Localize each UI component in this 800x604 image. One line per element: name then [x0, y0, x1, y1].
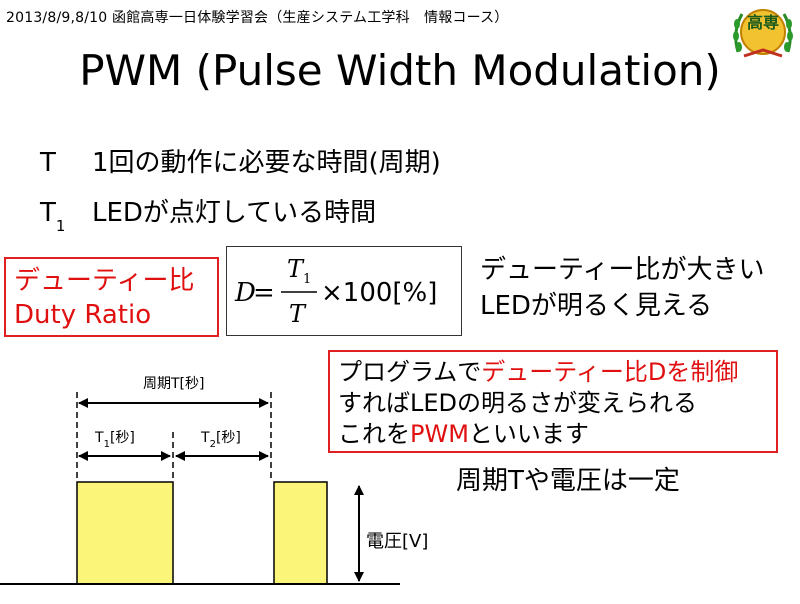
bullet-text: LEDが点灯している時間 [92, 198, 377, 228]
duty-ratio-box: デューティー比 Duty Ratio [4, 257, 219, 337]
right-note: デューティー比が大きい LEDが明るく見える [480, 252, 764, 324]
right-note-line1: デューティー比が大きい [480, 255, 765, 285]
formula-numerator: T [287, 255, 305, 283]
right-note-line2: LEDが明るく見える [480, 291, 713, 321]
bullet-symbol: T [40, 148, 56, 178]
bullet-subscript: 1 [55, 217, 66, 235]
t2-label: T2[秒] [200, 430, 241, 450]
program-box: プログラムでデューティー比Dを制御 すればLEDの明るさが変えられる これをPW… [328, 350, 778, 453]
program-line3-red: PWM [410, 420, 469, 448]
header-text: 2013/8/9,8/10 函館高専一日体験学習会（生産システム工学科 情報コー… [6, 10, 509, 26]
t1-label: T1[秒] [94, 430, 135, 450]
duty-ratio-en: Duty Ratio [14, 300, 152, 330]
school-logo: 高専 [730, 2, 796, 66]
formula-equals: = [253, 278, 275, 308]
program-line2: すればLEDの明るさが変えられる [338, 389, 698, 417]
program-line3: これをPWMといいます [338, 419, 776, 450]
program-line1: プログラムでデューティー比Dを制御 [338, 357, 776, 388]
logo-text: 高専 [747, 13, 779, 32]
formula-denominator: T [289, 300, 307, 328]
program-line1-black: プログラムで [338, 358, 482, 386]
bullet-text: 1回の動作に必要な時間(周期) [92, 148, 441, 178]
slide-title: PWM (Pulse Width Modulation) [79, 46, 721, 95]
bullet-on-time: T1 LEDが点灯している時間 [40, 192, 376, 235]
formula-multiplier: ×100[%] [321, 278, 437, 308]
program-line3-black-a: これを [338, 420, 410, 448]
duty-formula: D = T 1 T ×100[%] [226, 246, 462, 336]
constant-note: 周期Tや電圧は一定 [456, 466, 680, 496]
voltage-label: 電圧[V] [366, 531, 428, 552]
program-line3-black-b: といいます [468, 420, 589, 448]
pulse-high-2 [273, 481, 328, 585]
pulse-high-1 [76, 481, 174, 585]
pwm-diagram: 周期T[秒] T1[秒] T2[秒] 電圧[V] [0, 360, 460, 604]
formula-lhs: D [234, 278, 256, 308]
period-label: 周期T[秒] [143, 376, 204, 392]
duty-ratio-jp: デューティー比 [14, 266, 195, 296]
formula-numerator-sub: 1 [303, 272, 311, 287]
program-line1-red: デューティー比Dを制御 [481, 358, 739, 386]
bullet-symbol: T [40, 198, 56, 228]
bullet-period: T 1回の動作に必要な時間(周期) [40, 142, 441, 185]
